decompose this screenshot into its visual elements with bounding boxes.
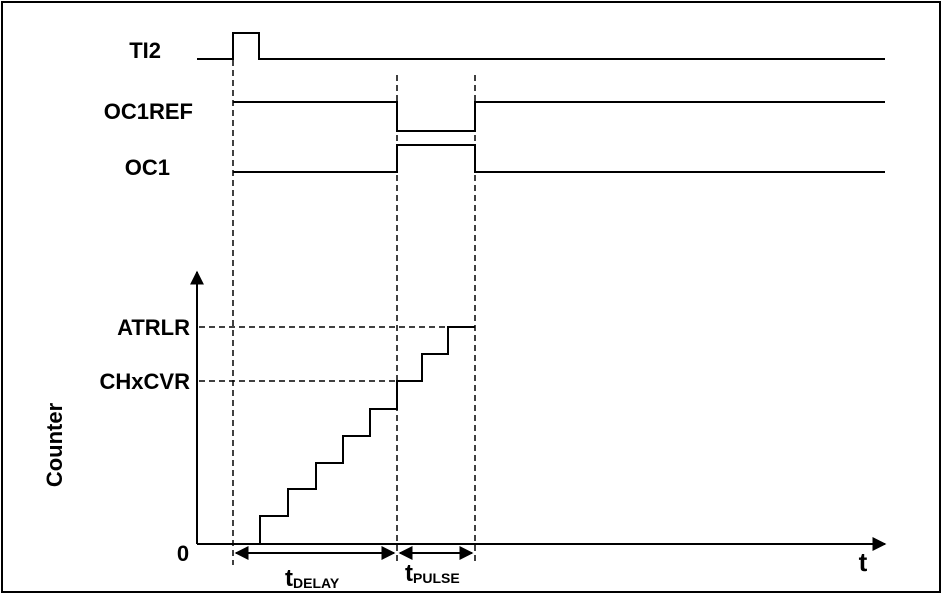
atrlr-label: ATRLR [117, 315, 190, 340]
pulse-subscript: PULSE [413, 570, 460, 586]
oc1-label: OC1 [125, 155, 170, 180]
oc1ref-label: OC1REF [104, 99, 193, 124]
counter-staircase [197, 326, 475, 545]
delay-t: t [285, 565, 293, 592]
delay-subscript: DELAY [293, 575, 340, 591]
counter-axis-label: Counter [42, 402, 67, 487]
zero-label: 0 [177, 541, 189, 566]
ti2-waveform [197, 32, 885, 60]
oc1ref-waveform [233, 101, 885, 132]
pulse-interval-label: tPULSE [405, 560, 460, 587]
ti2-label: TI2 [129, 38, 161, 63]
delay-interval-label: tDELAY [285, 565, 340, 592]
chxcvr-label: CHxCVR [100, 369, 191, 394]
time-axis-label: t [859, 547, 868, 577]
pulse-t: t [405, 560, 413, 587]
oc1-waveform [233, 144, 885, 173]
